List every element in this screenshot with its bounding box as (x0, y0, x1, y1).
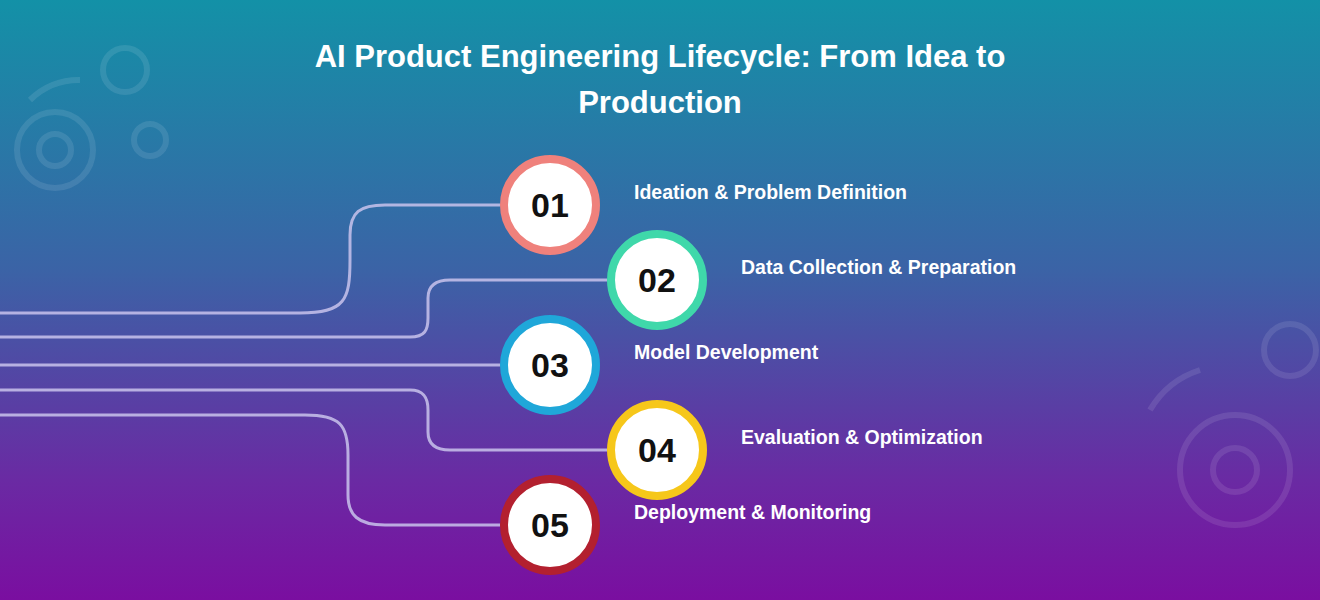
step-label: Model Development (634, 341, 818, 364)
step-circle: 02 (607, 230, 707, 330)
step-number: 02 (638, 261, 676, 300)
step-node: 02 Data Collection & Preparation (607, 230, 1021, 330)
step-circle: 05 (500, 475, 600, 575)
title-block: AI Product Engineering Lifecycle: From I… (0, 34, 1320, 126)
step-node: 04 Evaluation & Optimization (607, 400, 987, 500)
step-number: 05 (531, 506, 569, 545)
flow-line (0, 415, 500, 525)
step-label: Deployment & Monitoring (634, 501, 871, 524)
step-label: Evaluation & Optimization (741, 426, 983, 449)
flow-lines (0, 205, 607, 525)
step-label: Data Collection & Preparation (741, 256, 1016, 279)
step-circle: 04 (607, 400, 707, 500)
step-number: 04 (638, 431, 676, 470)
diagram-title: AI Product Engineering Lifecycle: From I… (280, 34, 1040, 126)
step-label: Ideation & Problem Definition (634, 181, 907, 204)
step-circle: 01 (500, 155, 600, 255)
flow-line (0, 205, 500, 313)
flow-line (0, 364, 500, 367)
step-node: 05 Deployment & Monitoring (500, 475, 876, 575)
step-number: 03 (531, 346, 569, 385)
step-node: 01 Ideation & Problem Definition (500, 155, 912, 255)
step-circle: 03 (500, 315, 600, 415)
step-number: 01 (531, 186, 569, 225)
